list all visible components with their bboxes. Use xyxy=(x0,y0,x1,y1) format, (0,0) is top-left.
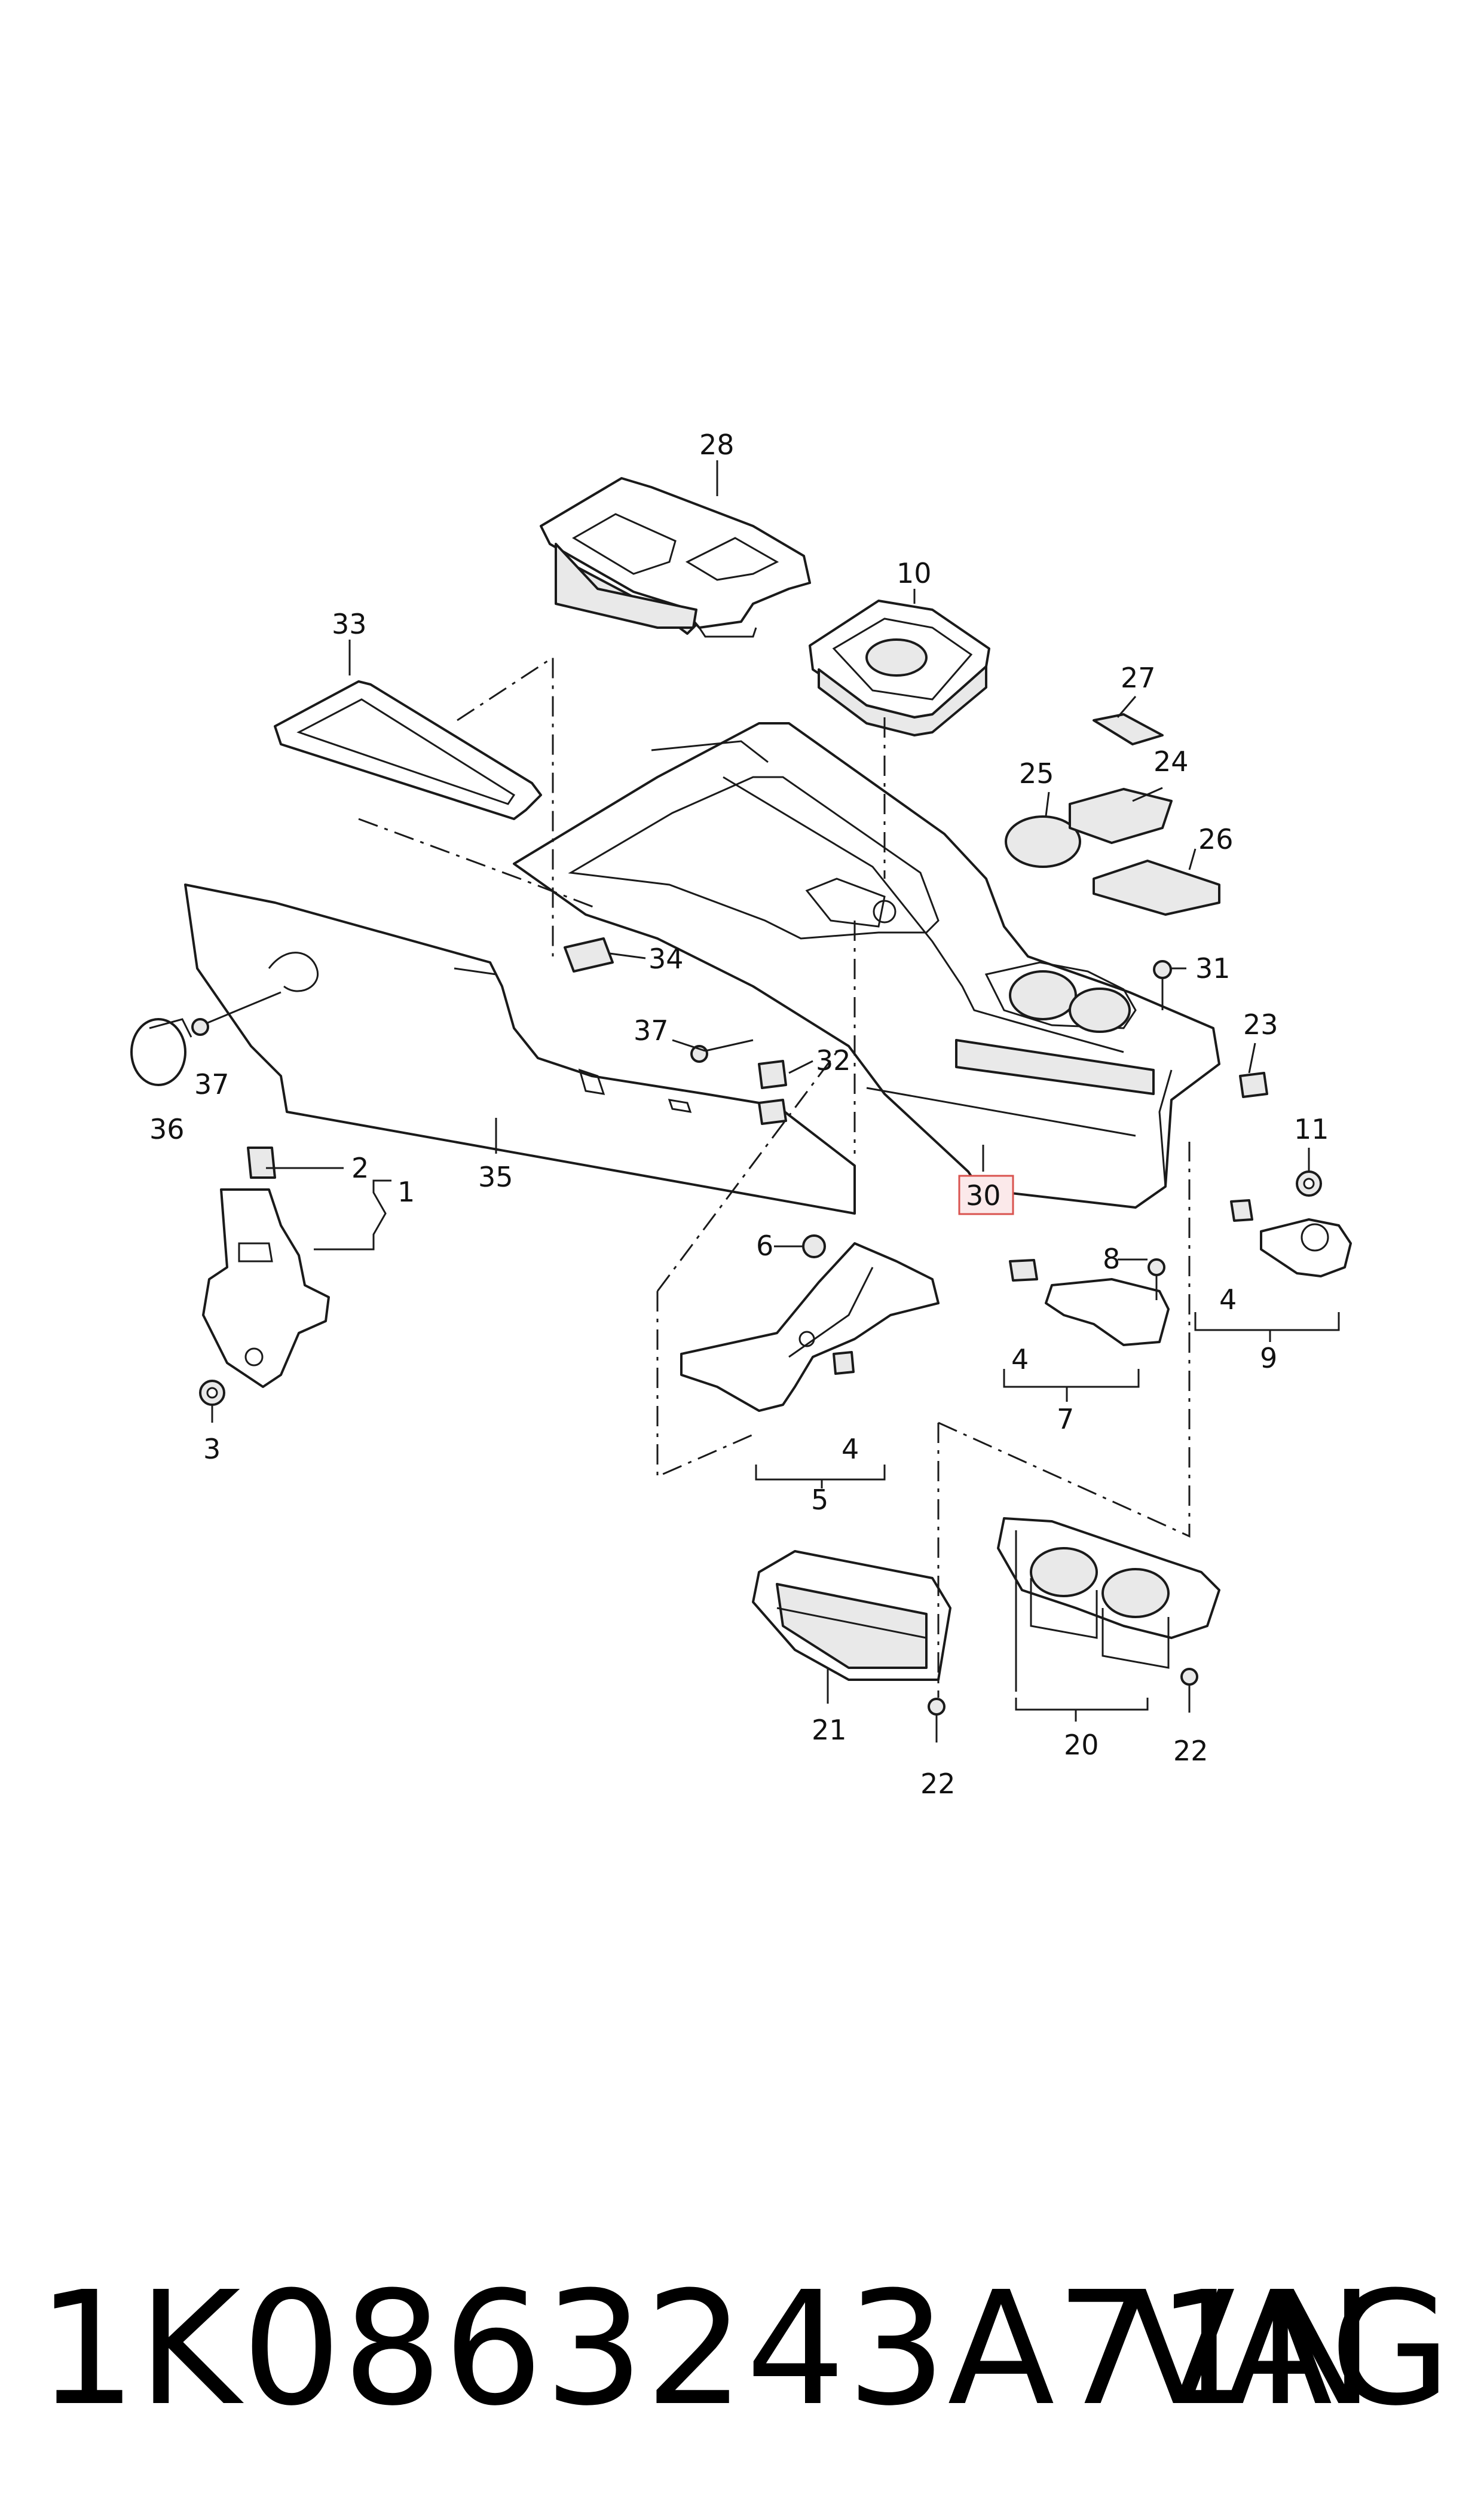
part-10-boot-box xyxy=(809,600,990,736)
part-25-mat-round xyxy=(1005,815,1081,868)
part-5-bracket xyxy=(680,1242,940,1412)
part-34-clip xyxy=(564,937,614,973)
part-2-clip xyxy=(247,1147,276,1179)
label-1: 1 xyxy=(397,1176,415,1208)
assembly-lines xyxy=(358,656,1191,1698)
label-23: 23 xyxy=(1243,1008,1278,1041)
label-34: 34 xyxy=(648,943,684,975)
part-4-clip-a xyxy=(833,1351,855,1375)
part-36-cap xyxy=(130,1018,192,1086)
part-37-screw-b xyxy=(690,1039,754,1063)
label-31: 31 xyxy=(1195,952,1231,985)
leader-lines xyxy=(211,460,1340,1722)
label-27: 27 xyxy=(1121,662,1156,694)
part-8-screw xyxy=(1148,1258,1165,1300)
label-22-a: 22 xyxy=(920,1768,956,1800)
label-26: 26 xyxy=(1198,823,1234,855)
part-number: 1K0863243A71N xyxy=(37,2258,1376,2440)
label-9: 9 xyxy=(1260,1342,1277,1374)
part-31-screw xyxy=(1153,960,1172,1010)
label-3: 3 xyxy=(203,1433,221,1465)
callout-labels: 30 28 10 33 27 24 25 26 31 23 34 37 32 3… xyxy=(149,429,1329,1800)
part-33-trim-frame xyxy=(274,680,542,820)
label-37-b: 37 xyxy=(634,1014,669,1047)
part-20-cup-holder xyxy=(997,1517,1220,1669)
part-22-screw-b xyxy=(1180,1668,1198,1713)
part-30-center-console xyxy=(513,722,1220,1209)
brand-name: VAG xyxy=(1128,2258,1451,2440)
label-4-b: 4 xyxy=(1011,1343,1029,1375)
label-20: 20 xyxy=(1064,1729,1099,1761)
label-37-a: 37 xyxy=(194,1068,230,1100)
label-7: 7 xyxy=(1057,1403,1074,1435)
footer: 1K0863243A71N VAG xyxy=(0,2260,1484,2439)
part-22-screw-a xyxy=(928,1698,946,1742)
label-30: 30 xyxy=(966,1179,1001,1212)
part-1-bracket xyxy=(202,1188,330,1388)
part-11-nut xyxy=(1296,1170,1322,1197)
label-11: 11 xyxy=(1294,1113,1329,1145)
label-21: 21 xyxy=(812,1714,847,1746)
label-33: 33 xyxy=(332,608,367,640)
part-37-screw-a xyxy=(191,991,281,1036)
label-28: 28 xyxy=(699,429,735,461)
label-2: 2 xyxy=(351,1152,369,1184)
part-28-tray xyxy=(540,477,811,638)
part-23-clip xyxy=(1239,1072,1268,1098)
part-26-mat xyxy=(1093,860,1220,916)
label-22-b: 22 xyxy=(1173,1735,1208,1767)
part-27-clip xyxy=(1093,713,1164,745)
label-4-a: 4 xyxy=(842,1433,859,1465)
part-32-clip xyxy=(758,1060,787,1125)
label-5: 5 xyxy=(811,1484,828,1516)
part-35-side-panel xyxy=(184,884,856,1215)
highlight-box-30 xyxy=(958,1175,1014,1215)
label-8: 8 xyxy=(1103,1243,1120,1275)
label-24: 24 xyxy=(1153,745,1189,778)
part-21-storage-box xyxy=(752,1550,951,1681)
label-4-c: 4 xyxy=(1219,1283,1237,1316)
label-25: 25 xyxy=(1019,757,1054,790)
part-3-nut xyxy=(199,1380,225,1406)
label-36: 36 xyxy=(149,1113,185,1145)
label-32: 32 xyxy=(816,1044,851,1077)
part-24-mat xyxy=(1069,788,1173,844)
part-7-bracket xyxy=(1009,1259,1170,1346)
label-6: 6 xyxy=(756,1230,773,1262)
label-10: 10 xyxy=(896,557,932,589)
part-6-nut xyxy=(802,1234,826,1258)
part-9-bracket xyxy=(1230,1199,1352,1277)
label-35: 35 xyxy=(478,1161,513,1193)
